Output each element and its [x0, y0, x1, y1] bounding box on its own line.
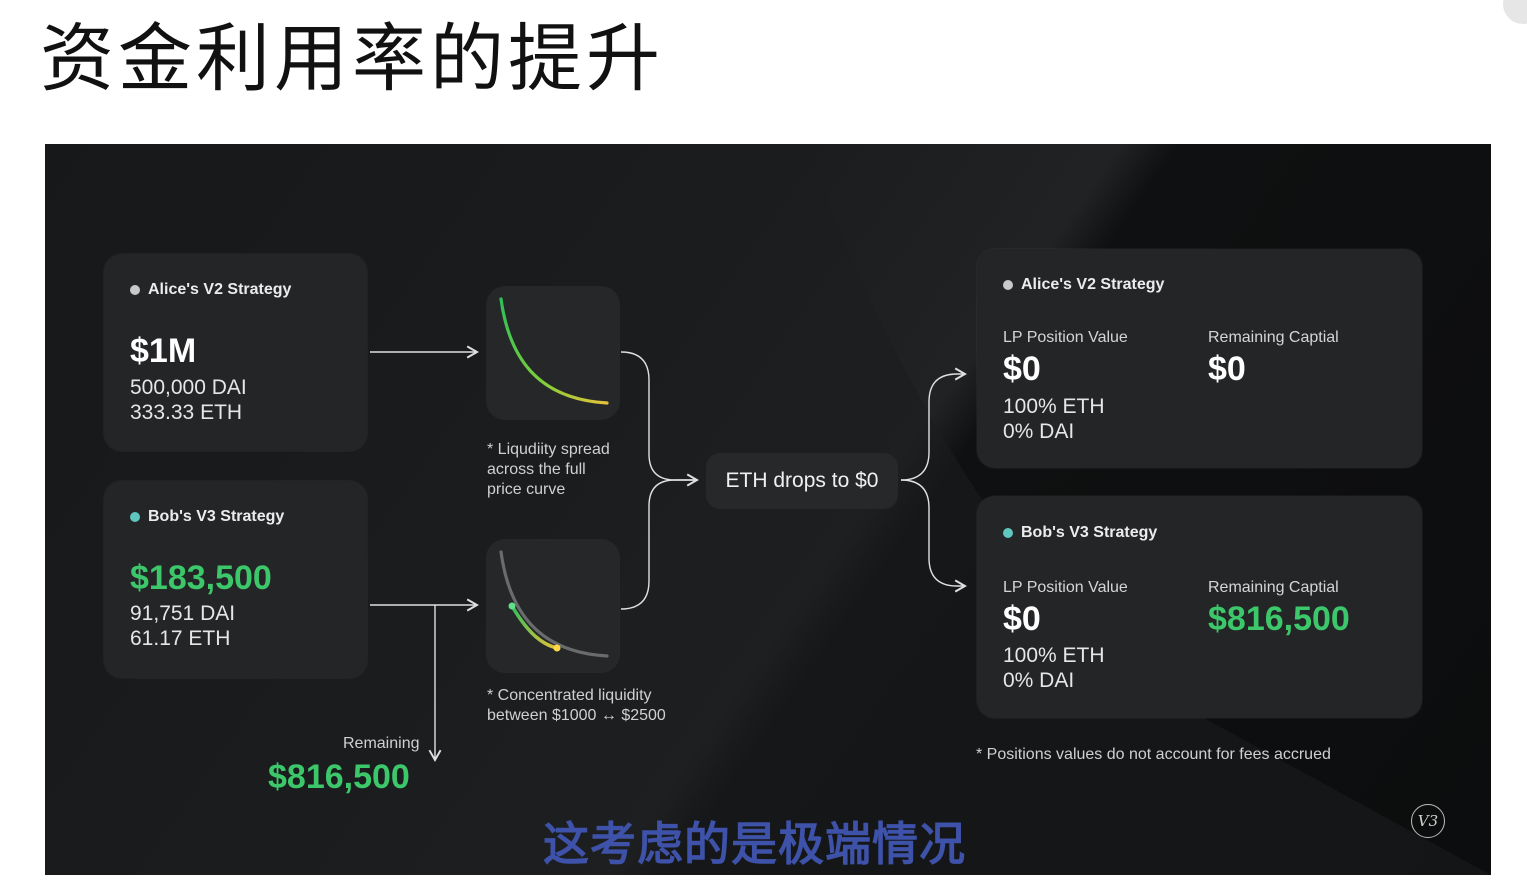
alice-eth: 333.33 ETH — [130, 401, 243, 424]
alice-v2-result-card: Alice's V2 Strategy LP Position Value $0… — [977, 249, 1422, 468]
alice-rc-label: Remaining Captial — [1208, 329, 1339, 346]
bracket-bottom — [620, 473, 699, 610]
v2-note-line-1: * Liqudiity spread — [487, 441, 610, 458]
v3-curve-note: * Concentrated liquidity between $1000 ↔… — [487, 686, 666, 726]
slide: Alice's V2 Strategy $1M 500,000 DAI 333.… — [45, 144, 1491, 875]
video-subtitle: 这考虑的是极端情况 — [543, 817, 966, 871]
alice-result-title: Alice's V2 Strategy — [1021, 276, 1165, 293]
alice-card-header: Alice's V2 Strategy — [130, 281, 291, 299]
alice-eth-pct: 100% ETH — [1003, 395, 1105, 418]
status-dot-icon — [130, 512, 140, 522]
range-end-icon — [553, 644, 561, 652]
status-dot-icon — [130, 285, 140, 295]
bob-card-title: Bob's V3 Strategy — [148, 508, 285, 525]
fees-footnote: * Positions values do not account for fe… — [976, 746, 1331, 763]
remaining-value: $816,500 — [268, 758, 410, 796]
v2-curve-box — [487, 287, 619, 419]
alice-dai: 500,000 DAI — [130, 376, 247, 399]
v3-note-line-1: * Concentrated liquidity — [487, 687, 652, 704]
status-dot-icon — [1003, 280, 1013, 290]
bob-eth-pct: 100% ETH — [1003, 644, 1105, 667]
status-dot-icon — [1003, 528, 1013, 538]
bracket-top — [620, 351, 697, 481]
alice-lp-label: LP Position Value — [1003, 329, 1128, 346]
range-start-icon — [508, 602, 516, 610]
page-title: 资金利用率的提升 — [40, 16, 664, 102]
branch-to-bob — [900, 479, 967, 593]
full-range-curve-icon — [499, 297, 609, 405]
bob-lp-label: LP Position Value — [1003, 579, 1128, 596]
bob-lp-value: $0 — [1003, 600, 1041, 638]
bob-v3-card: Bob's V3 Strategy $183,500 91,751 DAI 61… — [104, 481, 367, 678]
alice-result-header: Alice's V2 Strategy — [1003, 276, 1164, 294]
alice-rc-value: $0 — [1208, 350, 1246, 388]
alice-card-title: Alice's V2 Strategy — [148, 281, 292, 298]
remaining-label: Remaining — [343, 735, 420, 752]
alice-v2-card: Alice's V2 Strategy $1M 500,000 DAI 333.… — [104, 254, 367, 451]
eth-drops-box: ETH drops to $0 — [706, 453, 898, 509]
connector-arrows — [370, 345, 967, 762]
bob-amount: $183,500 — [130, 559, 272, 597]
bob-v3-result-card: Bob's V3 Strategy LP Position Value $0 R… — [977, 496, 1422, 718]
bob-rc-value: $816,500 — [1208, 600, 1350, 638]
v2-curve-note: * Liqudiity spread across the full price… — [487, 440, 610, 500]
corner-decoration — [1503, 0, 1527, 24]
alice-dai-pct: 0% DAI — [1003, 420, 1075, 443]
v3-note-line-2: between $1000 ↔ $2500 — [487, 707, 666, 724]
alice-lp-value: $0 — [1003, 350, 1041, 388]
bob-rc-label: Remaining Captial — [1208, 579, 1339, 596]
v2-note-line-3: price curve — [487, 481, 566, 498]
concentrated-curve-icon — [499, 550, 609, 658]
bob-result-title: Bob's V3 Strategy — [1021, 524, 1158, 541]
bob-result-header: Bob's V3 Strategy — [1003, 524, 1157, 542]
bob-dai: 91,751 DAI — [130, 602, 236, 625]
v2-note-line-2: across the full — [487, 461, 586, 478]
v3-logo-icon: V3 — [1411, 804, 1445, 838]
alice-amount: $1M — [130, 332, 197, 370]
bob-dai-pct: 0% DAI — [1003, 669, 1075, 692]
branch-to-alice — [900, 367, 967, 481]
v3-curve-box — [487, 540, 619, 672]
bob-eth: 61.17 ETH — [130, 627, 231, 650]
bob-card-header: Bob's V3 Strategy — [130, 508, 284, 526]
